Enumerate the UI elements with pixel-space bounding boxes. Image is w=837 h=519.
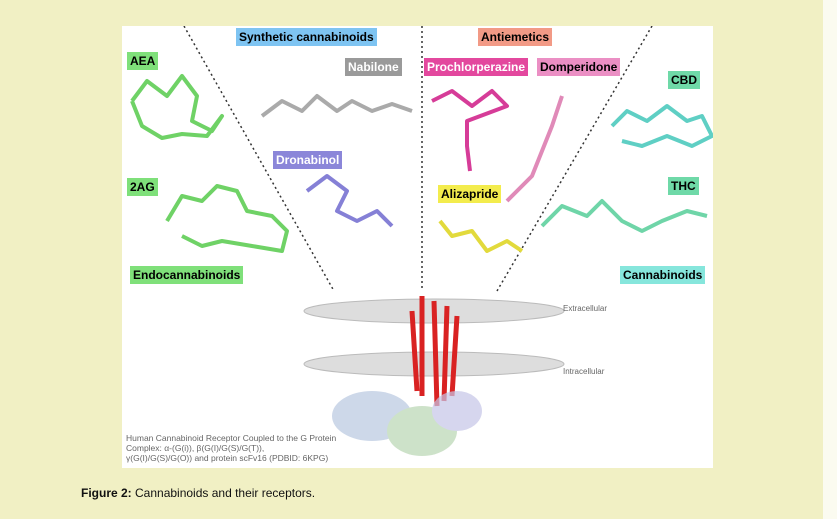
prochlorperazine-molecule	[431, 89, 509, 172]
receptor-caption-line: Human Cannabinoid Receptor Coupled to th…	[126, 433, 337, 443]
receptor-caption: Human Cannabinoid Receptor Coupled to th…	[126, 433, 336, 463]
label-cbd: CBD	[668, 71, 700, 89]
figure-graphics	[130, 26, 713, 456]
alizapride-molecule	[438, 219, 524, 253]
figure-caption-label: Figure 2:	[81, 486, 132, 500]
nabilone-molecule	[260, 94, 413, 118]
label-synthetic-cannabinoids: Synthetic cannabinoids	[236, 28, 377, 46]
thc-molecule	[540, 199, 708, 233]
label-intracellular: Intracellular	[563, 367, 605, 376]
receptor-caption-line: γ(G(I)/G(S)/G(O)) and protein scFv16 (PD…	[126, 453, 329, 463]
domperidone-molecule	[505, 95, 564, 203]
receptor-caption-line: Complex: α-(G(i)), β(G(I)/G(S)/G(T)),	[126, 443, 265, 453]
aea-molecule	[130, 74, 224, 140]
receptor-helix	[409, 296, 460, 407]
label-domperidone: Domperidone	[537, 58, 621, 76]
figure-image: Synthetic cannabinoids Antiemetics AEA N…	[122, 26, 713, 468]
label-alizapride: Alizapride	[438, 185, 502, 203]
g-protein	[432, 391, 482, 431]
label-extracellular: Extracellular	[563, 304, 608, 313]
label-dronabinol: Dronabinol	[273, 151, 343, 169]
dronabinol-molecule	[305, 174, 394, 228]
label-cannabinoids: Cannabinoids	[620, 266, 706, 284]
label-prochlorperazine: Prochlorperazine	[424, 58, 529, 76]
label-2ag: 2AG	[127, 178, 158, 196]
cbd-molecule	[610, 104, 713, 148]
figure-caption-text: Cannabinoids and their receptors.	[131, 486, 316, 500]
2ag-molecule	[165, 184, 289, 253]
page-edge	[823, 0, 837, 519]
label-aea: AEA	[127, 52, 159, 70]
figure-caption: Figure 2: Cannabinoids and their recepto…	[81, 486, 315, 500]
divider-line	[183, 26, 335, 292]
label-thc: THC	[668, 177, 699, 195]
label-antiemetics: Antiemetics	[478, 28, 553, 46]
divider-line	[496, 26, 653, 292]
label-endocannabinoids: Endocannabinoids	[130, 266, 244, 284]
label-nabilone: Nabilone	[345, 58, 402, 76]
